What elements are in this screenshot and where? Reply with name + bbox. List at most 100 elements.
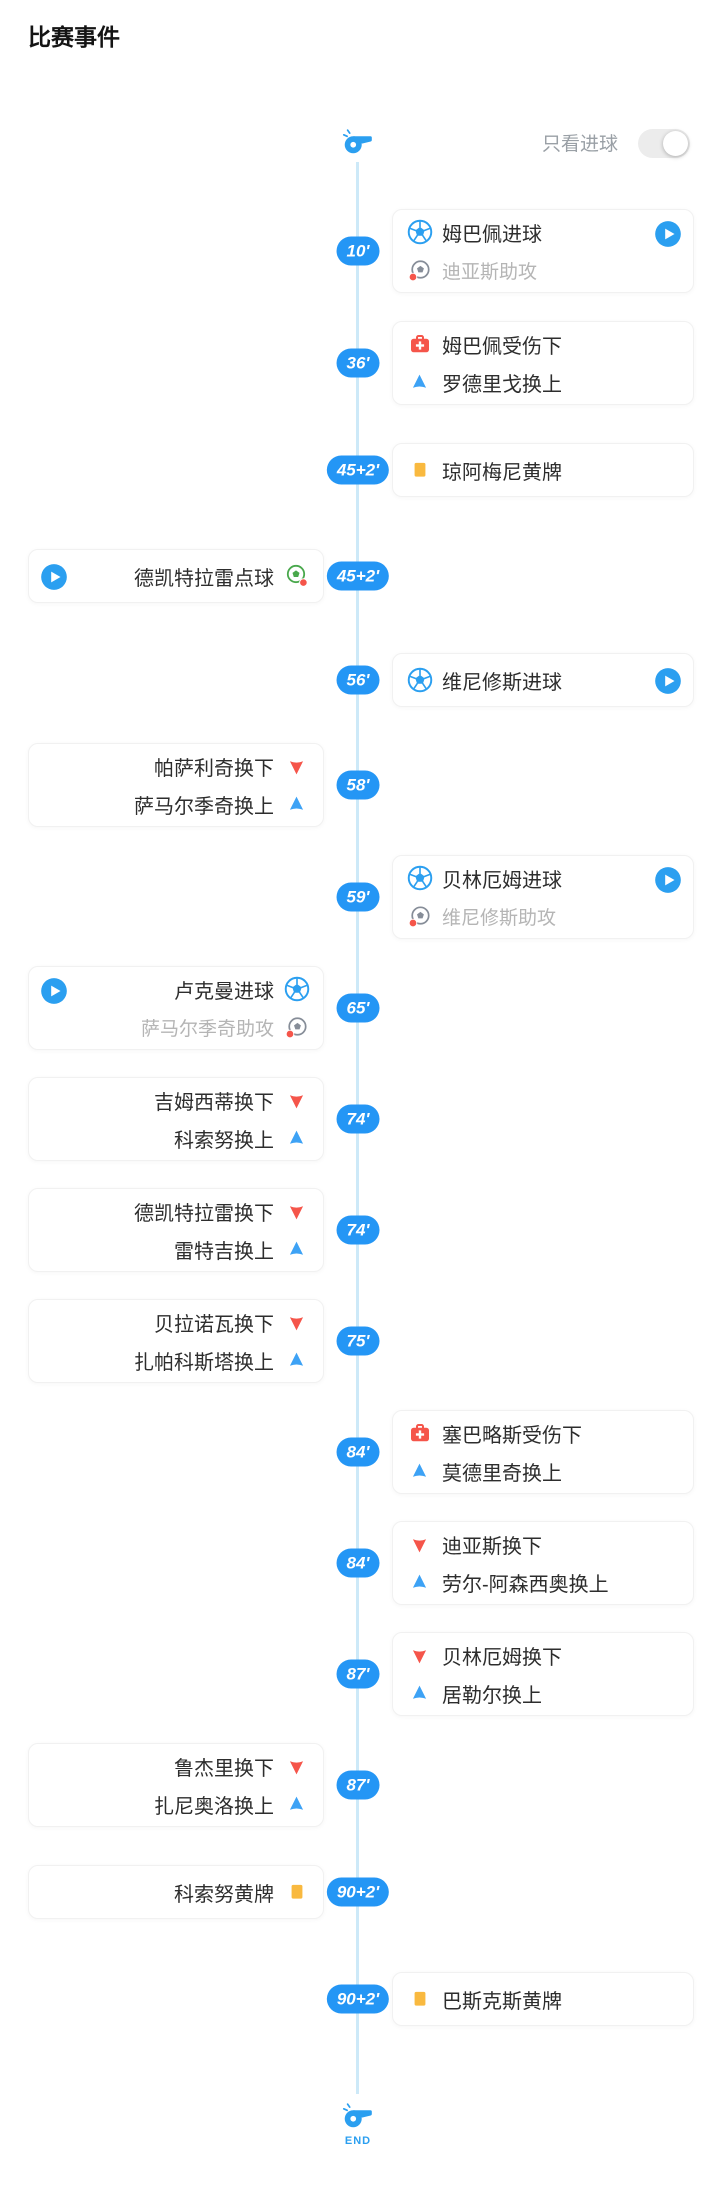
- event-card: 帕萨利奇换下 萨马尔季奇换上: [28, 743, 324, 827]
- event-card: 科索努黄牌: [28, 1865, 324, 1919]
- play-button[interactable]: [40, 977, 68, 1005]
- sub-off-icon: [406, 1645, 433, 1666]
- sub-on-icon: [283, 1128, 310, 1149]
- minute-badge: 10': [336, 236, 380, 266]
- event-card: 德凯特拉雷点球: [28, 549, 324, 603]
- minute-badge: 74': [336, 1215, 380, 1245]
- sub-on-icon: [283, 794, 310, 815]
- event-card: 鲁杰里换下 扎尼奥洛换上: [28, 1743, 324, 1827]
- event-row: 科索努黄牌: [29, 1866, 323, 1918]
- event-text: 维尼修斯助攻: [442, 907, 557, 929]
- yellow-card-icon: [406, 460, 433, 480]
- event-card: 巴斯克斯黄牌: [392, 1972, 694, 2026]
- event-text: 吉姆西蒂换下: [154, 1091, 274, 1114]
- event-text: 扎帕科斯塔换上: [134, 1351, 274, 1374]
- event-row: 鲁杰里换下: [29, 1747, 323, 1785]
- play-button[interactable]: [654, 866, 682, 894]
- minute-badge: 56': [336, 665, 380, 695]
- event-text: 罗德里戈换上: [442, 373, 562, 396]
- sub-on-icon: [406, 1572, 433, 1593]
- event-row: 贝林厄姆换下: [393, 1636, 693, 1674]
- kickoff-whistle-icon: [341, 124, 375, 158]
- assist-icon: [406, 905, 433, 928]
- sub-on-icon: [406, 1461, 433, 1482]
- event-row: 德凯特拉雷换下: [29, 1192, 323, 1230]
- event-text: 萨马尔季奇换上: [134, 795, 274, 818]
- event-row: 迪亚斯助攻: [393, 251, 693, 289]
- event-card: 维尼修斯进球: [392, 653, 694, 707]
- minute-badge: 58': [336, 770, 380, 800]
- event-text: 德凯特拉雷点球: [134, 567, 274, 590]
- event-row: 塞巴略斯受伤下: [393, 1414, 693, 1452]
- event-row: 居勒尔换上: [393, 1674, 693, 1712]
- sub-off-icon: [283, 1201, 310, 1222]
- event-card: 卢克曼进球 萨马尔季奇助攻: [28, 966, 324, 1050]
- goals-only-label: 只看进球: [541, 134, 618, 155]
- event-card: 德凯特拉雷换下 雷特吉换上: [28, 1188, 324, 1272]
- sub-off-icon: [283, 1090, 310, 1111]
- sub-off-icon: [406, 1534, 433, 1555]
- event-text: 雷特吉换上: [174, 1240, 274, 1263]
- minute-badge: 75': [336, 1326, 380, 1356]
- event-card: 琼阿梅尼黄牌: [392, 443, 694, 497]
- injury-icon: [406, 1421, 433, 1445]
- sub-on-icon: [283, 1239, 310, 1260]
- sub-off-icon: [283, 1312, 310, 1333]
- event-text: 贝林厄姆换下: [442, 1646, 562, 1669]
- goal-ball-icon: [406, 219, 433, 245]
- event-text: 莫德里奇换上: [442, 1462, 562, 1485]
- event-card: 姆巴佩进球 迪亚斯助攻: [392, 209, 694, 293]
- sub-on-icon: [406, 1683, 433, 1704]
- penalty-icon: [283, 564, 310, 588]
- event-row: 萨马尔季奇助攻: [29, 1008, 323, 1046]
- toggle-knob: [663, 131, 688, 156]
- goal-ball-icon: [406, 667, 433, 693]
- event-row: 吉姆西蒂换下: [29, 1081, 323, 1119]
- sub-off-icon: [283, 1756, 310, 1777]
- injury-icon: [406, 332, 433, 356]
- event-card: 贝林厄姆进球 维尼修斯助攻: [392, 855, 694, 939]
- event-text: 卢克曼进球: [174, 980, 274, 1003]
- assist-icon: [406, 259, 433, 282]
- end-label: END: [344, 2135, 372, 2147]
- event-row: 姆巴佩进球: [393, 213, 693, 251]
- event-card: 塞巴略斯受伤下 莫德里奇换上: [392, 1410, 694, 1494]
- event-row: 琼阿梅尼黄牌: [393, 444, 693, 496]
- event-row: 姆巴佩受伤下: [393, 325, 693, 363]
- event-text: 维尼修斯进球: [442, 671, 562, 694]
- minute-badge: 84': [336, 1548, 380, 1578]
- minute-badge: 90+2': [326, 1984, 390, 2014]
- event-text: 扎尼奥洛换上: [154, 1795, 274, 1818]
- event-row: 巴斯克斯黄牌: [393, 1973, 693, 2025]
- minute-badge: 36': [336, 348, 380, 378]
- play-button[interactable]: [654, 667, 682, 695]
- play-button[interactable]: [40, 563, 68, 591]
- event-row: 德凯特拉雷点球: [29, 550, 323, 602]
- event-text: 科索努换上: [174, 1129, 274, 1152]
- event-card: 迪亚斯换下 劳尔-阿森西奥换上: [392, 1521, 694, 1605]
- event-row: 科索努换上: [29, 1119, 323, 1157]
- event-text: 迪亚斯助攻: [442, 261, 538, 283]
- sub-on-icon: [406, 372, 433, 393]
- event-row: 雷特吉换上: [29, 1230, 323, 1268]
- event-row: 贝拉诺瓦换下: [29, 1303, 323, 1341]
- event-text: 鲁杰里换下: [174, 1757, 274, 1780]
- goal-ball-icon: [283, 976, 310, 1002]
- event-row: 贝林厄姆进球: [393, 859, 693, 897]
- yellow-card-icon: [283, 1882, 310, 1902]
- event-text: 科索努黄牌: [174, 1883, 274, 1906]
- minute-badge: 84': [336, 1437, 380, 1467]
- event-row: 扎尼奥洛换上: [29, 1785, 323, 1823]
- sub-off-icon: [283, 756, 310, 777]
- event-row: 维尼修斯助攻: [393, 897, 693, 935]
- event-text: 萨马尔季奇助攻: [140, 1018, 274, 1040]
- event-card: 吉姆西蒂换下 科索努换上: [28, 1077, 324, 1161]
- goals-only-toggle[interactable]: [638, 129, 690, 158]
- event-text: 劳尔-阿森西奥换上: [442, 1573, 609, 1596]
- sub-on-icon: [283, 1350, 310, 1371]
- event-text: 琼阿梅尼黄牌: [442, 461, 562, 484]
- minute-badge: 74': [336, 1104, 380, 1134]
- event-row: 卢克曼进球: [29, 970, 323, 1008]
- event-row: 帕萨利奇换下: [29, 747, 323, 785]
- play-button[interactable]: [654, 220, 682, 248]
